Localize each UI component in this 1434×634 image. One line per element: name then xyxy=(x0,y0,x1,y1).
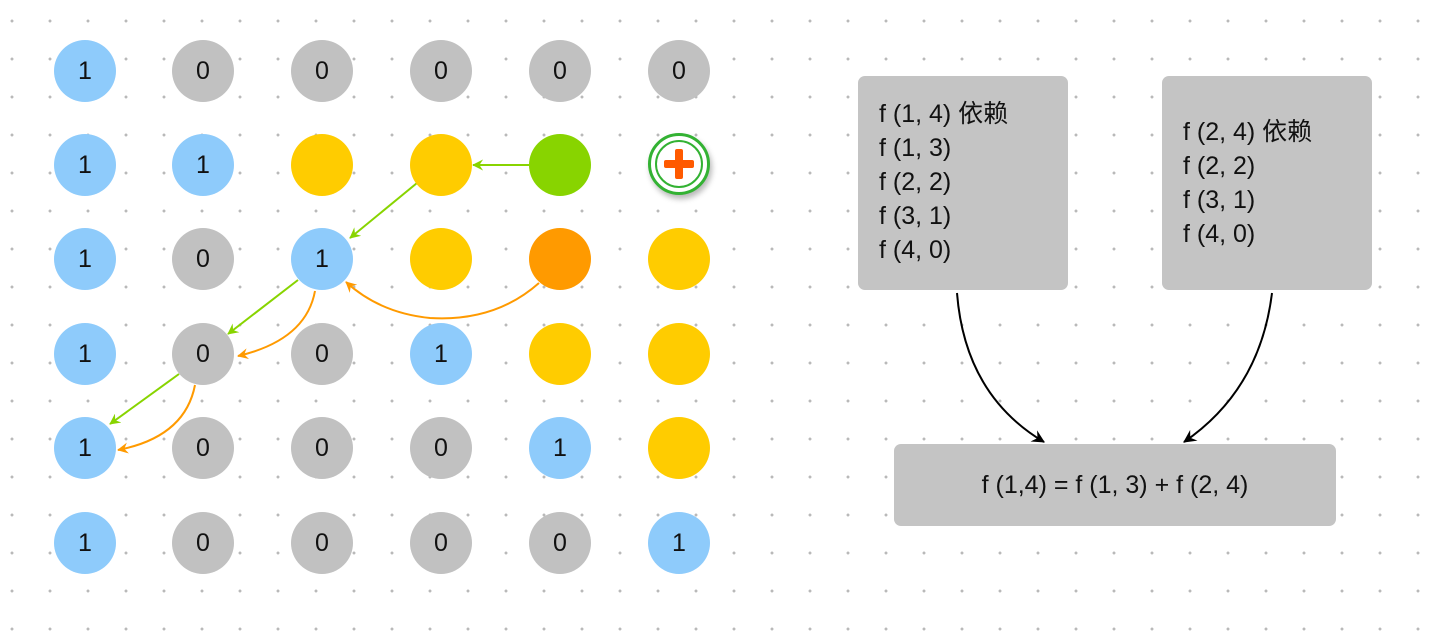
grid-cell-r3-c1: 0 xyxy=(172,323,234,385)
grid-cell-r5-c0: 1 xyxy=(54,512,116,574)
dependency-line: f (2, 2) xyxy=(1183,152,1256,180)
green-arrow-2 xyxy=(349,182,418,239)
grid-cell-r3-c2: 0 xyxy=(291,323,353,385)
grid-cell-r2-c5 xyxy=(648,228,710,290)
green-arrow-4 xyxy=(109,373,180,425)
grid-cell-r4-c2: 0 xyxy=(291,417,353,479)
grid-cell-r5-c3: 0 xyxy=(410,512,472,574)
grid-cell-r1-c1: 1 xyxy=(172,134,234,196)
grid-cell-r1-c2 xyxy=(291,134,353,196)
orange-arrow-2 xyxy=(237,290,316,360)
orange-arrow-3 xyxy=(117,384,196,454)
grid-cell-r2-c0: 1 xyxy=(54,228,116,290)
orange-arrow-1 xyxy=(345,281,540,320)
grid-cell-r1-c0: 1 xyxy=(54,134,116,196)
dependency-line: f (3, 1) xyxy=(879,202,952,230)
dependency-line: f (2, 2) xyxy=(879,168,952,196)
grid-cell-r4-c5 xyxy=(648,417,710,479)
dependency-box-f14: f (1, 4) 依赖 f (1, 3) f (2, 2) f (3, 1) f… xyxy=(858,76,1068,290)
grid-cell-r3-c4 xyxy=(529,323,591,385)
formula-text: f (1,4) = f (1, 3) + f (2, 4) xyxy=(981,471,1249,499)
dependency-line: f (3, 1) xyxy=(1183,186,1256,214)
grid-cell-r3-c0: 1 xyxy=(54,323,116,385)
dependency-line: f (1, 4) 依赖 xyxy=(879,100,1009,128)
grid-cell-r1-c4 xyxy=(529,134,591,196)
grid-cell-r0-c0: 1 xyxy=(54,40,116,102)
grid-cell-r4-c0: 1 xyxy=(54,417,116,479)
grid-cell-r4-c1: 0 xyxy=(172,417,234,479)
add-button[interactable] xyxy=(648,133,710,195)
grid-cell-r4-c3: 0 xyxy=(410,417,472,479)
black-arrow-left xyxy=(956,292,1045,443)
formula-box: f (1,4) = f (1, 3) + f (2, 4) xyxy=(894,444,1336,526)
green-arrow-3 xyxy=(227,279,299,335)
grid-cell-r0-c4: 0 xyxy=(529,40,591,102)
add-button-ring xyxy=(655,140,703,188)
dependency-line: f (2, 4) 依赖 xyxy=(1183,118,1313,146)
grid-cell-r3-c5 xyxy=(648,323,710,385)
dependency-box-f24: f (2, 4) 依赖 f (2, 2) f (3, 1) f (4, 0) xyxy=(1162,76,1372,290)
grid-cell-r0-c3: 0 xyxy=(410,40,472,102)
grid-cell-r2-c2: 1 xyxy=(291,228,353,290)
grid-cell-r5-c1: 0 xyxy=(172,512,234,574)
grid-cell-r2-c3 xyxy=(410,228,472,290)
grid-cell-r4-c4: 1 xyxy=(529,417,591,479)
grid-cell-r0-c5: 0 xyxy=(648,40,710,102)
grid-cell-r5-c5: 1 xyxy=(648,512,710,574)
grid-cell-r3-c3: 1 xyxy=(410,323,472,385)
grid-cell-r5-c4: 0 xyxy=(529,512,591,574)
grid-cell-r2-c4 xyxy=(529,228,591,290)
black-arrow-right xyxy=(1183,292,1273,443)
grid-cell-r2-c1: 0 xyxy=(172,228,234,290)
plus-icon-bar xyxy=(664,160,694,168)
grid-cell-r1-c3 xyxy=(410,134,472,196)
dependency-line: f (4, 0) xyxy=(879,236,952,264)
dependency-line: f (4, 0) xyxy=(1183,220,1256,248)
grid-cell-r0-c2: 0 xyxy=(291,40,353,102)
grid-cell-r5-c2: 0 xyxy=(291,512,353,574)
grid-cell-r0-c1: 0 xyxy=(172,40,234,102)
dependency-line: f (1, 3) xyxy=(879,134,952,162)
